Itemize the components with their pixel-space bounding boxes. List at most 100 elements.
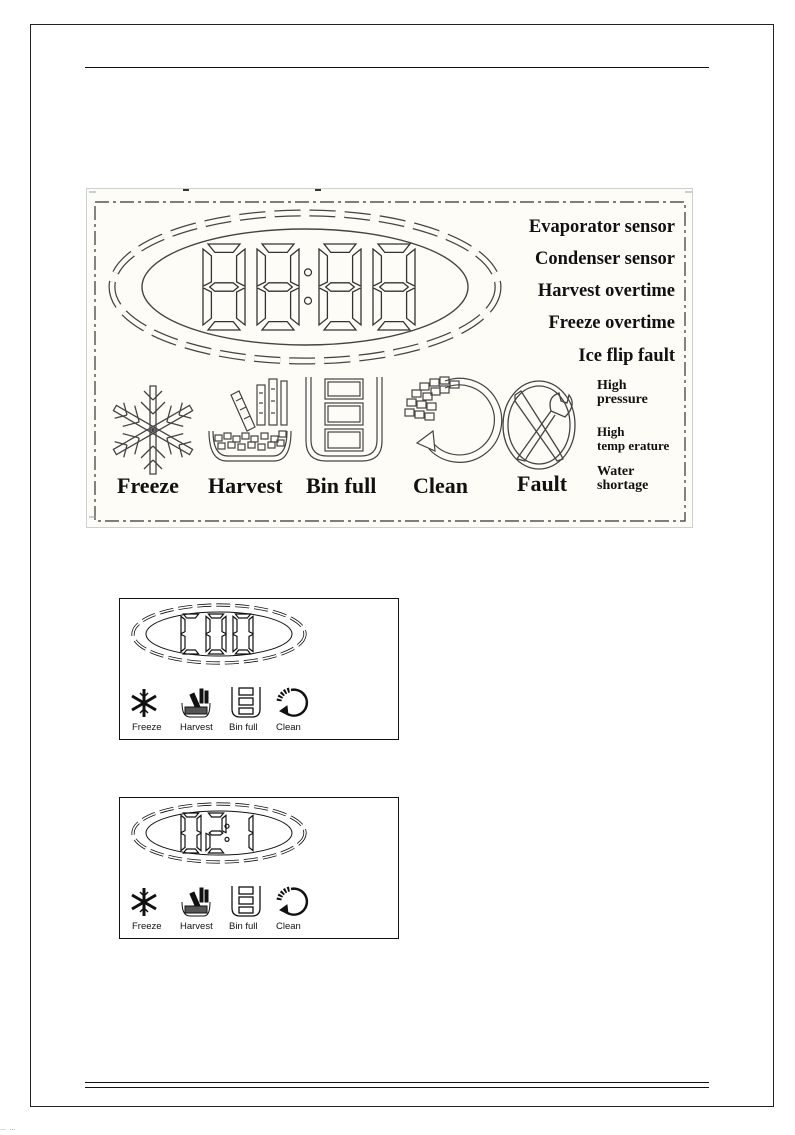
page-frame bbox=[30, 24, 774, 1107]
bin-full-icon bbox=[232, 886, 260, 916]
digit-segment-a bbox=[235, 614, 250, 618]
digit-segment-g bbox=[184, 831, 198, 835]
digit-segment-a bbox=[262, 244, 294, 252]
digit-segment-f bbox=[319, 249, 327, 286]
snowflake-icon bbox=[109, 386, 197, 474]
fault-label-ice-flip-fault: Ice flip fault bbox=[578, 346, 675, 367]
digit-segment-d bbox=[183, 849, 198, 853]
icon-label-clean: Clean bbox=[413, 473, 468, 499]
digit-segment-b bbox=[407, 249, 415, 286]
digit-segment-e bbox=[181, 833, 185, 850]
main-lcd-panel: Evaporator sensor Condenser sensor Harve… bbox=[86, 188, 693, 528]
example-display-021: Freeze Harvest Bin full Clean bbox=[119, 797, 399, 939]
digit-segment-d bbox=[208, 650, 223, 654]
harvest-icon bbox=[182, 689, 210, 717]
digit-segment-d bbox=[208, 849, 223, 853]
example-label-harvest: Harvest bbox=[180, 921, 213, 932]
digit-segment-f bbox=[181, 616, 185, 633]
digit-segment-b bbox=[353, 249, 361, 286]
main-digit-group bbox=[203, 244, 415, 330]
example-icon-group bbox=[132, 886, 307, 916]
seven-segment-digit bbox=[206, 614, 226, 654]
digit-segment-e bbox=[233, 833, 237, 850]
digit-segment-b bbox=[249, 815, 253, 832]
digit-segment-d bbox=[235, 849, 250, 853]
digit-segment-a bbox=[235, 813, 250, 817]
digit-segment-b bbox=[222, 616, 226, 633]
digit-segment-g bbox=[209, 632, 223, 636]
seven-segment-digit bbox=[181, 813, 201, 853]
bin-full-icon bbox=[232, 687, 260, 717]
digit-segment-f bbox=[206, 616, 210, 633]
icon-label-harvest: Harvest bbox=[208, 473, 283, 499]
digit-segment-b bbox=[197, 815, 201, 832]
digit-segment-a bbox=[183, 614, 198, 618]
clean-icon bbox=[279, 690, 307, 716]
digit-segment-e bbox=[233, 634, 237, 651]
digit-segment-c bbox=[249, 833, 253, 850]
example-display-c00-graphics bbox=[120, 599, 400, 741]
alarm-water-shortage-line1: Water bbox=[597, 465, 648, 479]
example-display-021-graphics bbox=[120, 798, 400, 940]
digit-segment-b bbox=[249, 616, 253, 633]
colon-dot bbox=[305, 269, 312, 276]
alarm-high-temperature-line2: temp erature bbox=[597, 439, 669, 453]
digit-segment-e bbox=[181, 634, 185, 651]
digit-segment-e bbox=[203, 288, 211, 325]
seven-segment-digit bbox=[373, 244, 415, 330]
outer-segment-ring-fill bbox=[112, 213, 498, 361]
digit-segment-b bbox=[291, 249, 299, 286]
digit-segment-g bbox=[236, 831, 250, 835]
digit-segment-d bbox=[235, 650, 250, 654]
digit-segment-a bbox=[208, 813, 223, 817]
digit-segment-g bbox=[210, 283, 239, 291]
example-label-bin-full: Bin full bbox=[229, 921, 258, 932]
seven-segment-digit bbox=[233, 614, 253, 654]
seven-segment-digit bbox=[181, 614, 201, 654]
digit-segment-g bbox=[184, 632, 198, 636]
digit-segment-c bbox=[197, 833, 201, 850]
colon-dot bbox=[305, 297, 312, 304]
fault-label-evaporator-sensor: Evaporator sensor bbox=[529, 217, 675, 238]
colon-dot bbox=[225, 837, 229, 841]
digit-segment-d bbox=[262, 322, 294, 330]
fault-label-harvest-overtime: Harvest overtime bbox=[538, 281, 675, 302]
digit-segment-f bbox=[373, 249, 381, 286]
digit-segment-c bbox=[291, 288, 299, 325]
digit-segment-c bbox=[197, 634, 201, 651]
example-icon-group bbox=[132, 687, 307, 717]
digit-segment-a bbox=[378, 244, 410, 252]
digit-segment-e bbox=[206, 634, 210, 651]
snowflake-icon bbox=[132, 888, 156, 916]
example-display-c00: Freeze Harvest Bin full Clean bbox=[119, 598, 399, 740]
digit-segment-b bbox=[222, 815, 226, 832]
seven-segment-digit bbox=[206, 813, 226, 853]
harvest-icon bbox=[182, 888, 210, 916]
digit-segment-a bbox=[208, 614, 223, 618]
example-label-clean: Clean bbox=[276, 921, 301, 932]
digit-segment-c bbox=[222, 833, 226, 850]
digit-segment-g bbox=[209, 831, 223, 835]
digit-segment-e bbox=[257, 288, 265, 325]
footer-rule bbox=[85, 1082, 709, 1083]
footer-mark: … … bbox=[0, 1126, 17, 1132]
clean-icon bbox=[279, 889, 307, 915]
digit-segment-d bbox=[183, 650, 198, 654]
digit-segment-f bbox=[233, 616, 237, 633]
digit-segment-f bbox=[206, 815, 210, 832]
digit-segment-c bbox=[237, 288, 245, 325]
digit-segment-c bbox=[407, 288, 415, 325]
digit-segment-d bbox=[378, 322, 410, 330]
fault-tools-icon bbox=[503, 381, 575, 469]
digit-segment-a bbox=[183, 813, 198, 817]
example-digit-group bbox=[181, 614, 253, 654]
digit-segment-f bbox=[203, 249, 211, 286]
fault-label-freeze-overtime: Freeze overtime bbox=[549, 313, 676, 334]
seven-segment-digit bbox=[257, 244, 299, 330]
digit-segment-e bbox=[373, 288, 381, 325]
digit-segment-g bbox=[380, 283, 409, 291]
example-label-bin-full: Bin full bbox=[229, 722, 258, 733]
digit-segment-c bbox=[353, 288, 361, 325]
harvest-icon bbox=[209, 379, 291, 461]
example-label-harvest: Harvest bbox=[180, 722, 213, 733]
